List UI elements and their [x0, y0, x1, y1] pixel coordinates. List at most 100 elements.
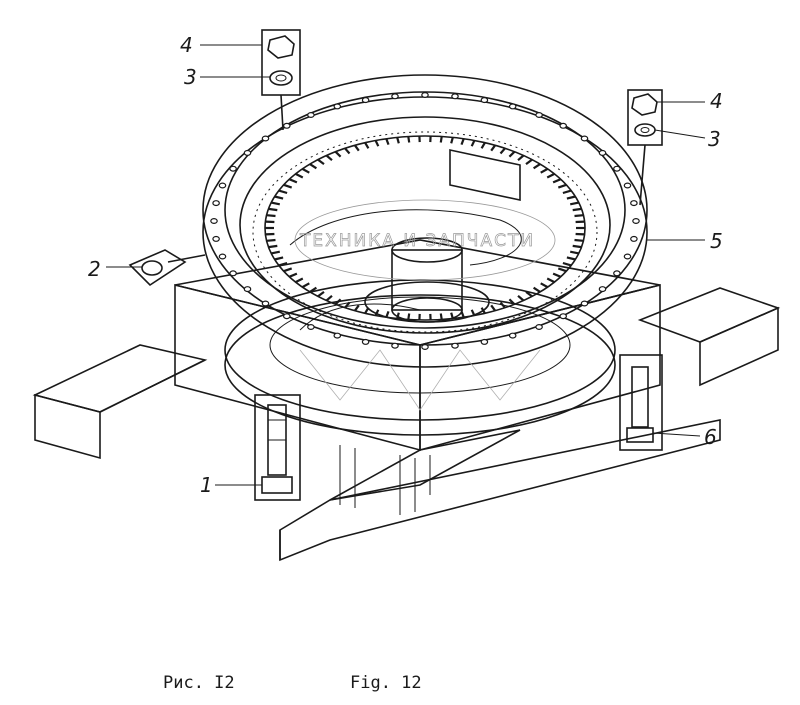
bolt-hole	[535, 324, 543, 331]
bolt-hole	[421, 91, 429, 98]
bolt-hole	[580, 135, 589, 142]
bolt-hole	[535, 111, 543, 118]
gear-tooth	[499, 301, 506, 309]
bolt-hole	[243, 286, 252, 293]
bolt-hole	[333, 103, 342, 110]
bolt-hole	[598, 149, 607, 156]
part-1-bolt	[254, 394, 301, 501]
gear-tooth	[325, 294, 333, 302]
gear-tooth	[295, 277, 304, 284]
outer-ring	[202, 74, 648, 368]
part-6-bolt	[619, 354, 663, 451]
callout-3-right: 3	[708, 127, 721, 151]
bolt-hole	[632, 218, 640, 225]
part-4-3-inset-left	[261, 29, 301, 131]
gear-tooth	[344, 147, 351, 155]
bolt-hole	[451, 93, 459, 100]
gear-tooth	[354, 304, 360, 312]
bolt-hole	[282, 122, 291, 129]
gear-tooth	[574, 214, 584, 218]
callout-4-left: 4	[180, 33, 193, 57]
bolt-hole	[307, 111, 315, 118]
callout-2: 2	[88, 257, 101, 281]
gear-tooth	[274, 195, 284, 200]
gear-tooth	[396, 312, 400, 319]
gear-tooth	[364, 142, 370, 149]
gear-tooth	[407, 313, 411, 320]
gear-tooth	[288, 272, 298, 278]
bolt-hole	[361, 338, 370, 345]
bolt-hole	[559, 313, 568, 320]
gear-tooth	[517, 294, 525, 302]
callout-1: 1	[200, 473, 213, 497]
bolt-hole	[391, 93, 399, 100]
gear-tooth	[374, 140, 380, 147]
bolt-hole	[451, 342, 459, 349]
bolt-hole	[421, 344, 429, 351]
gear-tooth	[480, 142, 486, 149]
bolt-hole	[210, 218, 218, 225]
gear-tooth	[569, 250, 580, 255]
gear-tooth	[569, 201, 580, 206]
gear-tooth	[266, 214, 276, 218]
gear-tooth	[334, 150, 342, 158]
gear-tooth	[283, 267, 293, 273]
callout-3-left: 3	[184, 65, 197, 89]
bolt-hole	[623, 253, 632, 260]
gear-tooth	[562, 261, 572, 267]
callout-4-right: 4	[710, 89, 723, 113]
gear-tooth	[385, 311, 390, 318]
gear-tooth	[572, 207, 582, 212]
bolt-hole	[559, 122, 568, 129]
gear-tooth	[572, 244, 582, 249]
gear-tooth	[278, 261, 288, 267]
gear-tooth	[499, 147, 506, 155]
gear-tooth	[557, 183, 567, 189]
gear-tooth	[274, 256, 284, 261]
gear-tooth	[309, 286, 317, 293]
bolt-hole	[212, 200, 220, 207]
gear-tooth	[546, 172, 555, 179]
bolt-hole	[613, 165, 621, 172]
gear-tooth	[470, 140, 476, 147]
gear-tooth	[562, 189, 572, 195]
gear-tooth	[407, 136, 411, 143]
gear-tooth	[334, 298, 342, 306]
bolt-hole	[229, 165, 237, 172]
gear-tooth	[450, 137, 454, 144]
bolt-hole	[613, 270, 621, 277]
bolt-hole	[229, 270, 237, 277]
gear-tooth	[460, 138, 465, 145]
bolt-hole	[508, 103, 517, 110]
gear-tooth	[517, 154, 525, 162]
gear-tooth	[566, 256, 576, 261]
gear-tooth	[552, 178, 562, 184]
bolt-hole	[630, 235, 638, 242]
gear-tooth	[525, 158, 533, 165]
gear-tooth	[439, 313, 443, 320]
part-2-grease-fitting	[128, 249, 206, 287]
bolt-hole	[361, 97, 370, 104]
gear-tooth	[374, 309, 380, 316]
gear-tooth	[278, 189, 288, 195]
gear-tooth	[270, 250, 281, 255]
gear-tooth	[266, 238, 276, 242]
gear-tooth	[533, 286, 541, 293]
base-block	[174, 149, 661, 515]
gear-tooth	[268, 207, 278, 212]
bolt-hole	[630, 200, 638, 207]
right-beam	[637, 287, 781, 387]
bolt-hole	[218, 253, 227, 260]
bolt-hole	[480, 97, 489, 104]
callouts: 4 3 4 3 2 5 6 1	[88, 33, 723, 497]
center-hub	[289, 209, 522, 331]
gear-tooth	[525, 291, 533, 298]
gear-tooth	[301, 282, 310, 289]
gear-tooth	[288, 178, 298, 184]
gear-tooth	[396, 137, 400, 144]
bolt-hole	[218, 182, 227, 189]
gear-tooth	[439, 136, 443, 143]
gear-tooth	[309, 163, 317, 170]
gear-tooth	[325, 154, 333, 162]
